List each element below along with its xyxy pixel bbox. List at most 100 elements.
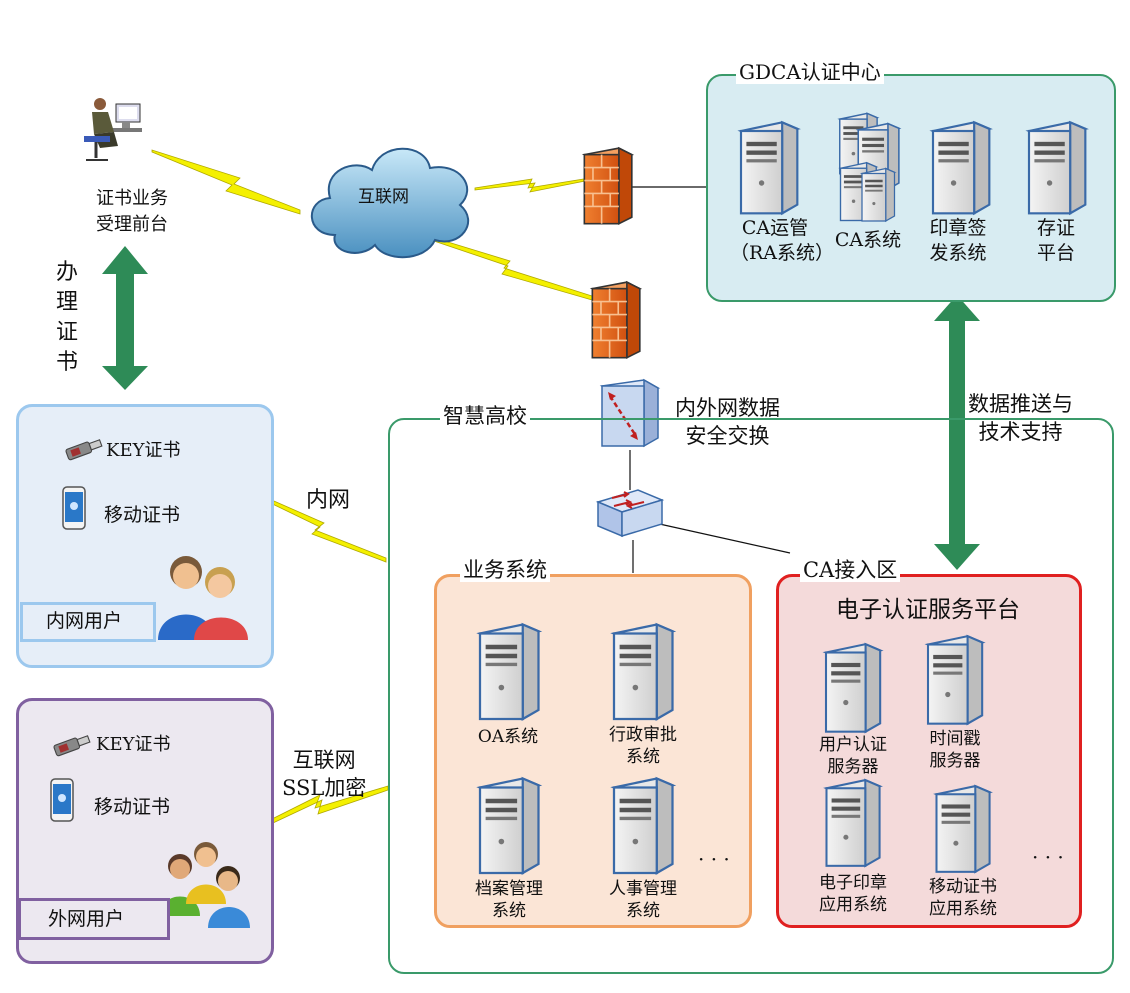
server-icon-oa [470, 620, 544, 728]
handle-cert-char-4: 书 [55, 350, 78, 375]
extranet-key-cert: KEY证书 [96, 734, 171, 755]
server-icon-archive [470, 774, 544, 882]
firewall-icon-top [580, 146, 634, 228]
server-icon-admin-approval [604, 620, 678, 728]
push-label-line1: 数据推送与 [968, 392, 1073, 416]
firewall-icon-bottom [588, 280, 642, 362]
campus-box [388, 418, 1114, 974]
business-title: 业务系统 [460, 558, 550, 582]
ca-zone-box [776, 574, 1082, 928]
usb-key-icon [64, 436, 104, 462]
bolt-intranet [257, 493, 387, 563]
ca-server-4-line1: 移动证书 [929, 877, 997, 897]
business-server-4-line2: 系统 [626, 901, 660, 921]
exchange-label-line2: 安全交换 [685, 424, 770, 448]
link-internet-label: 互联网 SSL加密 [282, 746, 366, 802]
server-icon-ca-system-d [852, 166, 902, 226]
gateway-icon [599, 378, 661, 448]
ca-server-label-1: 用户认证 服务器 [806, 734, 900, 778]
exchange-gateway [598, 376, 662, 452]
business-server-label-3: 档案管理 系统 [464, 878, 554, 922]
gdca-server-1-line1: CA运管 [741, 217, 809, 239]
business-server-3-line1: 档案管理 [475, 879, 543, 899]
mobile-phone-icon [50, 772, 74, 828]
exchange-label: 内外网数据 安全交换 [675, 394, 780, 450]
ca-zone-title: CA接入区 [800, 558, 901, 582]
business-server-label-4: 人事管理 系统 [598, 878, 688, 922]
user-group-icon [158, 556, 248, 640]
gdca-server-label-3: 印章签 发系统 [916, 216, 1000, 266]
gdca-server-4-line2: 平台 [1036, 242, 1075, 264]
ca-server-label-3: 电子印章 应用系统 [806, 872, 900, 916]
cloud-icon [310, 147, 470, 259]
operator-icon [84, 98, 142, 161]
reception-operator [78, 94, 150, 166]
gdca-server-3-line2: 发系统 [929, 242, 987, 264]
server-icon-seal [924, 118, 994, 222]
network-switch [594, 486, 666, 542]
intranet-key-cert: KEY证书 [106, 440, 181, 461]
reception-label-line1: 证书业务 [96, 188, 168, 209]
ca-server-label-2: 时间戳 服务器 [908, 728, 1002, 772]
switch-icon [595, 489, 665, 538]
business-server-1-line1: OA系统 [477, 727, 539, 747]
ca-ellipsis: · · · [1032, 845, 1064, 869]
arrow-handle-cert [102, 246, 148, 390]
server-icon-evidence [1020, 118, 1090, 222]
intranet-user-label: 内网用户 [46, 610, 123, 632]
campus-title: 智慧高校 [440, 404, 530, 428]
gdca-server-1-line2: （RA系统） [730, 242, 835, 264]
business-server-2-line2: 系统 [626, 747, 660, 767]
business-server-label-1: OA系统 [466, 726, 550, 748]
extranet-mobile-cert: 移动证书 [94, 796, 171, 818]
intranet-mobile-cert: 移动证书 [104, 504, 181, 526]
server-icon-mobile-cert [924, 782, 998, 880]
business-server-4-line1: 人事管理 [609, 879, 677, 899]
bolt-cloud-firewall1 [474, 177, 591, 193]
gdca-server-4-line1: 存证 [1036, 217, 1075, 239]
handle-cert-char-1: 办 [55, 260, 78, 285]
user-group-icon [160, 842, 250, 928]
gdca-server-label-4: 存证 平台 [1018, 216, 1094, 266]
line-switch-ca [654, 522, 791, 554]
handle-cert-char-2: 理 [55, 290, 78, 315]
intranet-users-avatar [156, 548, 252, 640]
reception-label-line2: 受理前台 [96, 214, 168, 235]
ca-platform-title: 电子认证服务平台 [836, 597, 1020, 623]
business-server-label-2: 行政审批 系统 [598, 724, 688, 768]
handle-cert-char-3: 证 [55, 320, 78, 345]
link-internet-line1: 互联网 [292, 748, 356, 772]
ca-server-2-line1: 时间戳 [929, 729, 981, 749]
ca-server-3-line2: 应用系统 [819, 895, 887, 915]
gdca-server-2-line1: CA系统 [834, 229, 902, 251]
link-internet-line2: SSL加密 [282, 776, 367, 800]
extranet-users-avatar [160, 836, 252, 928]
extranet-user-label-box [18, 898, 170, 940]
ca-server-label-4: 移动证书 应用系统 [914, 876, 1012, 920]
server-icon-user-auth [814, 640, 888, 740]
arrow-data-push [934, 295, 980, 570]
gdca-server-label-1: CA运管 （RA系统） [730, 216, 835, 266]
gdca-title: GDCA认证中心 [736, 60, 884, 84]
ca-server-1-line1: 用户认证 [819, 735, 887, 755]
usb-key-icon [52, 732, 92, 758]
ca-server-1-line2: 服务器 [827, 757, 879, 777]
server-icon-ca-admin [732, 118, 802, 222]
intranet-user-label-box [20, 602, 156, 642]
internet-label: 互联网 [358, 187, 409, 207]
server-icon-hr [604, 774, 678, 882]
mobile-phone-icon [62, 480, 86, 536]
reception-label: 证书业务 受理前台 [82, 186, 182, 238]
ca-server-4-line2: 应用系统 [929, 899, 997, 919]
handle-cert-label: 办 理 证 书 [53, 258, 81, 378]
business-ellipsis: · · · [698, 847, 730, 871]
push-label-line2: 技术支持 [978, 420, 1063, 444]
internet-cloud: 互联网 [300, 130, 480, 270]
ca-server-3-line1: 电子印章 [819, 873, 887, 893]
business-server-2-line1: 行政审批 [609, 725, 677, 745]
ca-server-2-line2: 服务器 [929, 751, 981, 771]
link-intranet-label: 内网 [306, 488, 351, 513]
server-icon-timestamp [916, 632, 990, 732]
gdca-server-3-line1: 印章签 [929, 217, 987, 239]
